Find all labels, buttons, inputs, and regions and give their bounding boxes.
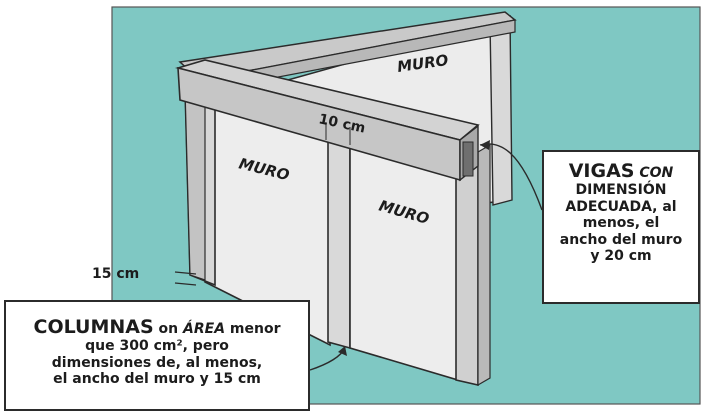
vigas-al: , al <box>652 198 677 215</box>
middle-column <box>327 116 351 350</box>
columnas-callout: COLUMNAS on ÁREA menor que 300 cm², pero… <box>4 300 310 411</box>
columnas-que: que 300 cm², pero <box>85 338 229 355</box>
vigas-keyword: VIGAS <box>568 160 635 182</box>
vigas-callout: VIGAS CON DIMENSIÓN ADECUADA, al menos, … <box>542 150 700 304</box>
columnas-dimensiones: dimensiones de, al menos, <box>51 354 263 371</box>
vigas-dimension: DIMENSIÓN <box>575 182 667 199</box>
vigas-menos: menos, el <box>582 215 660 232</box>
vigas-20cm: y 20 cm <box>590 248 652 265</box>
right-end-column <box>455 147 479 387</box>
vigas-arrowhead <box>480 140 490 150</box>
label-column-width: 15 cm <box>92 266 139 282</box>
beam-section-mark <box>462 141 474 177</box>
columnas-keyword: COLUMNAS <box>33 316 154 338</box>
column-dim-line <box>174 271 197 275</box>
vigas-adecuada: ADECUADA <box>565 198 653 215</box>
vigas-con: CON <box>639 165 674 181</box>
vigas-ancho: ancho del muro <box>559 231 683 248</box>
back-corner-column <box>489 15 513 206</box>
column-dim-line-2 <box>174 282 197 286</box>
columnas-area: ÁREA <box>183 321 226 337</box>
columnas-on: on <box>158 321 179 337</box>
columnas-arrowhead <box>338 346 347 356</box>
right-end-column-side <box>477 143 491 387</box>
columnas-menor: menor <box>229 321 281 337</box>
columnas-ancho: el ancho del muro y 15 cm <box>53 371 261 388</box>
